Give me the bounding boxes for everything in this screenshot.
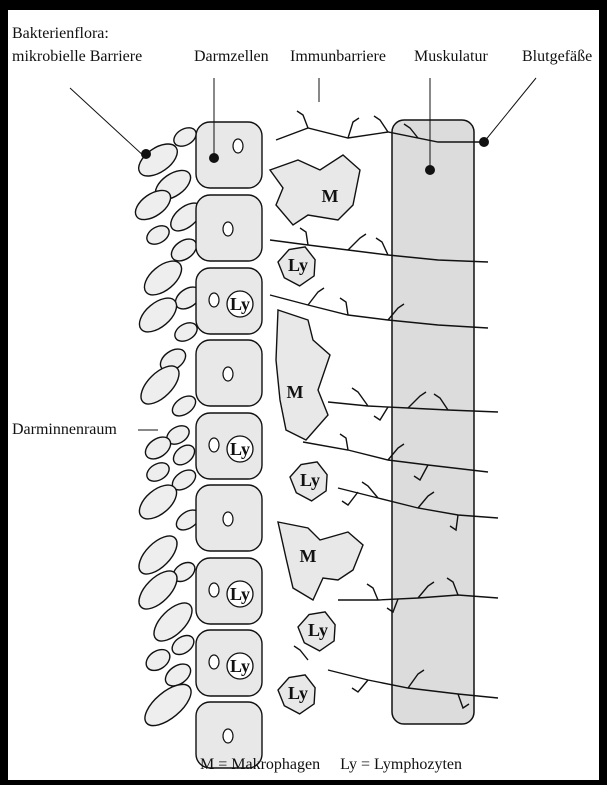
pointer-dot-blood-vessel: [479, 137, 489, 147]
legend-macrophage-name: = Makrophagen: [218, 756, 320, 773]
label-bacterial-flora: Bakterienflora:: [12, 24, 109, 43]
cell-nucleus: [209, 655, 219, 669]
lymphocyte-label: Ly: [308, 620, 328, 640]
lymphocyte: Ly: [278, 247, 315, 286]
pointer-dot-intestinal-cell: [209, 153, 219, 163]
macrophage: M: [278, 522, 363, 600]
cell-nucleus: [223, 367, 233, 381]
cell-nucleus: [209, 438, 219, 452]
pointer-dot-musculature: [425, 165, 435, 175]
bacterium: [144, 222, 173, 248]
bacterium: [170, 441, 199, 469]
musculature-band: [392, 120, 474, 724]
intestinal-cell: Ly: [196, 630, 262, 696]
lymphocyte-label: Ly: [288, 683, 308, 703]
legend-macrophage-key: M: [200, 756, 214, 773]
lymphocyte-in-cell-label: Ly: [230, 294, 250, 314]
label-blood-vessels: Blutgefäße: [522, 47, 592, 66]
cell-nucleus: [209, 293, 219, 307]
pointer-bacterial-flora: [70, 88, 146, 158]
cell-nucleus: [223, 512, 233, 526]
lymphocyte-in-cell-label: Ly: [230, 584, 250, 604]
legend: M = Makrophagen Ly = Lymphozyten: [200, 755, 462, 774]
macrophage-label: M: [300, 546, 317, 566]
intestinal-cell: [196, 122, 262, 188]
label-microbial-barrier: mikrobielle Barriere: [12, 47, 142, 66]
legend-lymphocyte-name: = Lymphozyten: [361, 756, 462, 773]
intestinal-cell: Ly: [196, 413, 262, 479]
macrophage: M: [276, 310, 330, 440]
label-intestinal-cells: Darmzellen: [194, 47, 269, 66]
cell-nucleus: [233, 139, 243, 153]
macrophage-label: M: [287, 382, 304, 402]
label-immune-barrier: Immunbarriere: [290, 47, 386, 66]
macrophage-label: M: [322, 186, 339, 206]
lymphocyte-label: Ly: [288, 255, 308, 275]
label-musculature: Muskulatur: [414, 47, 488, 66]
lymphocyte-in-cell-label: Ly: [230, 656, 250, 676]
intestinal-cell: [196, 195, 262, 261]
bacterium: [138, 677, 198, 733]
bacteria-group: [130, 124, 206, 733]
macrophage: M: [270, 155, 360, 225]
bacterium: [144, 459, 173, 485]
intestinal-cell: [196, 485, 262, 551]
label-lumen: Darminnenraum: [12, 420, 117, 439]
lymphocyte-in-cell-label: Ly: [230, 439, 250, 459]
cell-nucleus: [209, 583, 219, 597]
pointer-dot-bacteria: [141, 149, 151, 159]
legend-lymphocyte-key: Ly: [340, 756, 357, 773]
pointer-blood-vessels: [484, 78, 536, 142]
lymphocyte: Ly: [278, 675, 315, 714]
intestinal-cell: Ly: [196, 268, 262, 334]
cell-nucleus: [223, 729, 233, 743]
intestinal-cell: Ly: [196, 558, 262, 624]
lymphocyte: Ly: [290, 462, 327, 501]
bacterium: [169, 392, 199, 420]
intestinal-cell: [196, 340, 262, 406]
lymphocyte: Ly: [298, 612, 335, 651]
cell-nucleus: [223, 222, 233, 236]
lymphocyte-label: Ly: [300, 470, 320, 490]
